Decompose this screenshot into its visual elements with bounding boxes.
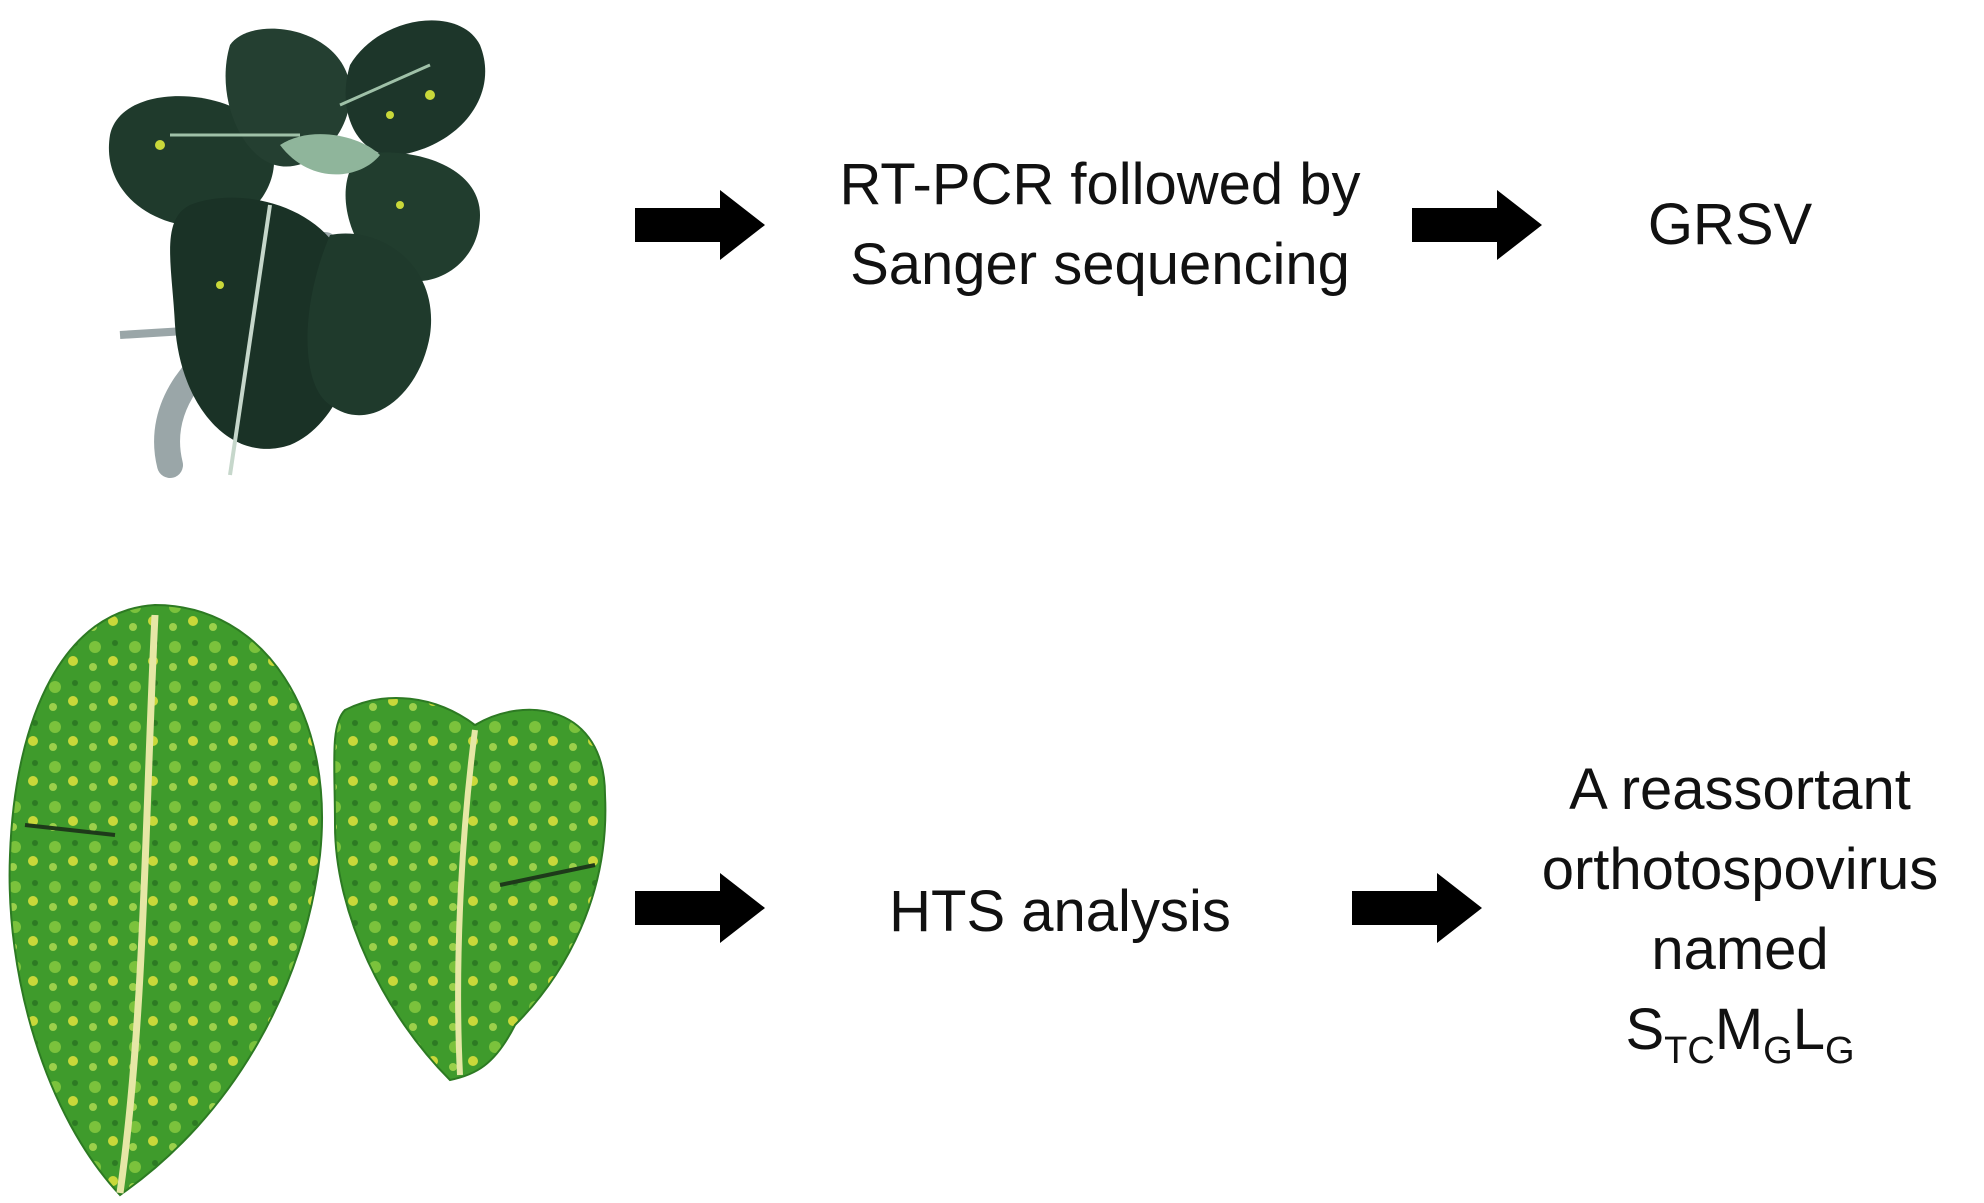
infected-leaves-illustration [8, 603, 607, 1197]
method-label-rt-pcr: RT-PCR followed by Sanger sequencing [760, 145, 1440, 305]
result-label-line: named [1651, 917, 1829, 982]
result-label-reassortant: A reassortant orthotospovirus named STCM… [1505, 750, 1975, 1077]
arrow-right-icon [1412, 190, 1542, 260]
arrow-right-icon [1352, 873, 1482, 943]
result-label-line: A reassortant [1569, 757, 1911, 822]
method-label-hts: HTS analysis [889, 879, 1231, 944]
arrow-right-icon [635, 873, 765, 943]
method-label-line: RT-PCR followed by [839, 152, 1361, 217]
segment-formula: STCMGLG [1625, 997, 1855, 1072]
method-label-line: Sanger sequencing [850, 232, 1350, 297]
result-label-line: orthotospovirus [1541, 837, 1939, 902]
infected-plant-illustration [108, 20, 486, 478]
result-label-grsv: GRSV [1647, 192, 1813, 257]
arrow-right-icon [635, 190, 765, 260]
